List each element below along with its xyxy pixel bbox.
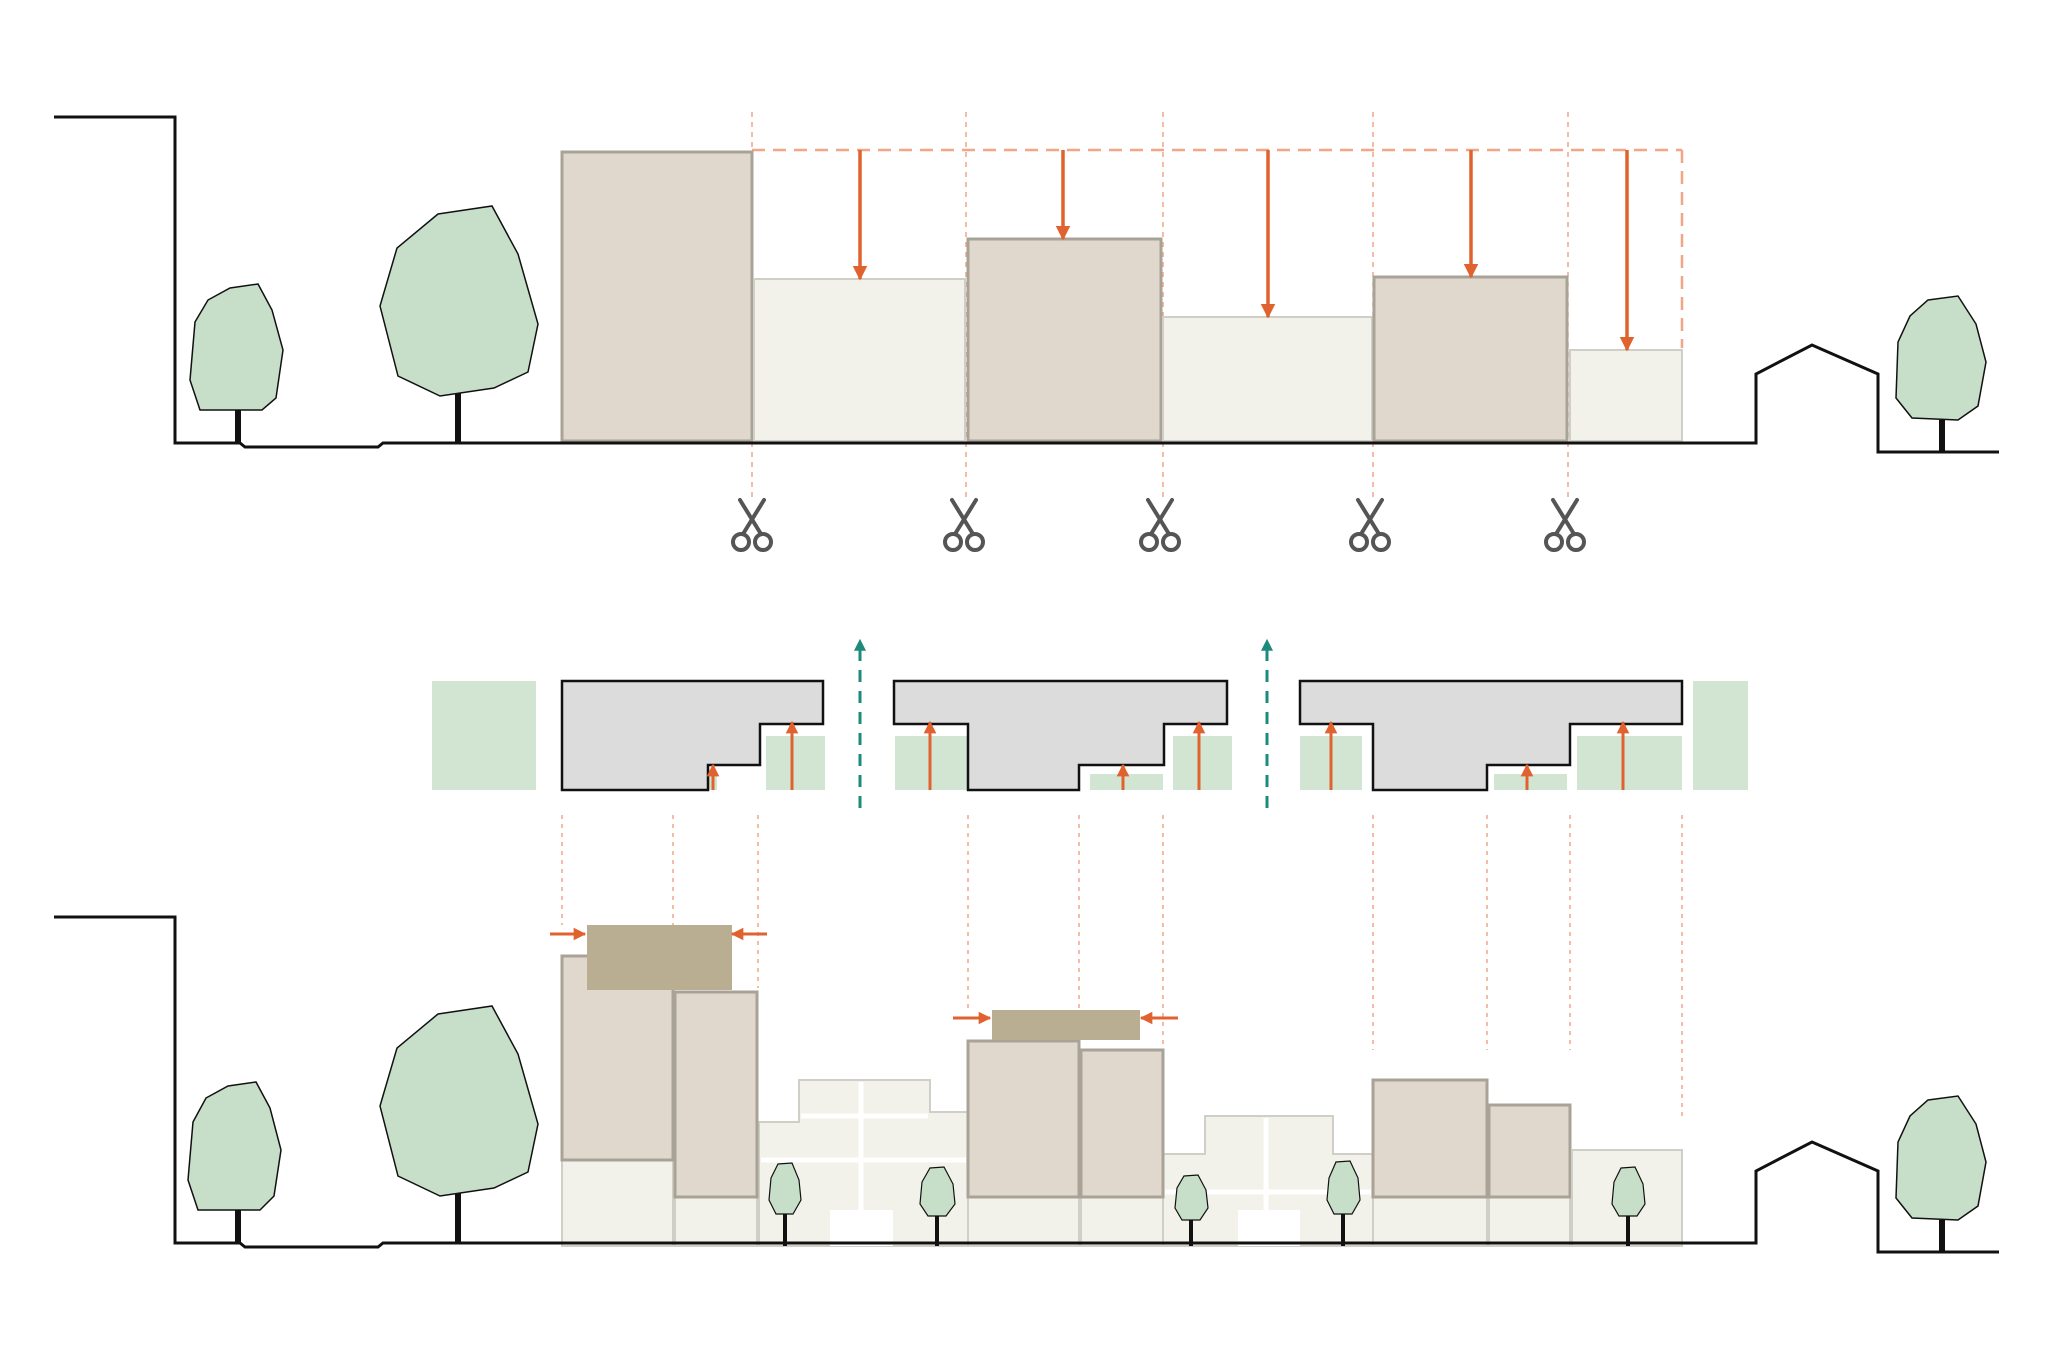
plan-teal-arrows	[854, 638, 1273, 808]
tree-icon	[379, 1005, 539, 1197]
plan-footprint-2	[892, 679, 1229, 792]
tree-icon	[1326, 1160, 1361, 1215]
top-block-3	[966, 237, 1163, 443]
bottom-inward-arrows	[550, 927, 1178, 1025]
courtyard-gate	[1238, 1210, 1300, 1246]
tree-icon	[1895, 295, 1987, 421]
top-down-arrows	[852, 150, 1635, 352]
scissors-icon	[1544, 498, 1586, 552]
bottom-guide-lines	[561, 815, 1683, 1120]
top-tree-right	[1895, 295, 1987, 452]
bottom-cluster-1	[560, 925, 759, 1247]
plan-up-arrows	[706, 720, 1630, 790]
top-ground-line	[54, 115, 1999, 454]
bottom-tree-small	[187, 1081, 282, 1244]
tree-icon	[1611, 1166, 1646, 1217]
bottom-ground-line	[54, 915, 1999, 1254]
top-section	[54, 112, 1999, 552]
tree-icon	[379, 205, 539, 397]
bottom-cluster-2	[966, 1010, 1165, 1247]
plan-footprint-3	[1298, 679, 1684, 792]
top-block-4	[1162, 316, 1373, 442]
plan-footprints	[560, 679, 1684, 792]
plan-footprint-1	[560, 679, 825, 792]
scissors-row	[731, 498, 1586, 552]
top-block-5	[1372, 275, 1569, 443]
tree-icon	[919, 1166, 956, 1217]
bottom-small-trees	[768, 1160, 1646, 1246]
scissors-icon	[731, 498, 773, 552]
scissors-icon	[1139, 498, 1181, 552]
bottom-tree-right	[1895, 1095, 1987, 1252]
roof-addition-1	[587, 925, 732, 990]
bottom-cluster-3	[1371, 1078, 1683, 1247]
bottom-tree-large	[379, 1005, 539, 1244]
top-tree-small	[189, 283, 284, 444]
bottom-courtyard-1	[758, 1079, 969, 1247]
scissors-icon	[943, 498, 985, 552]
scissors-icon	[1349, 498, 1391, 552]
roof-addition-2	[992, 1010, 1140, 1040]
tree-icon	[1895, 1095, 1987, 1221]
top-block-2	[753, 278, 966, 442]
plan-section	[432, 638, 1748, 808]
courtyard-gate	[830, 1210, 893, 1246]
top-block-6	[1569, 349, 1683, 442]
top-block-1	[560, 150, 754, 443]
top-tree-large	[379, 205, 539, 444]
tree-icon	[187, 1081, 282, 1211]
tree-icon	[768, 1162, 802, 1215]
tree-icon	[189, 283, 284, 411]
tree-icon	[1174, 1174, 1209, 1221]
bottom-section	[54, 815, 1999, 1254]
top-blocks	[560, 150, 1683, 443]
